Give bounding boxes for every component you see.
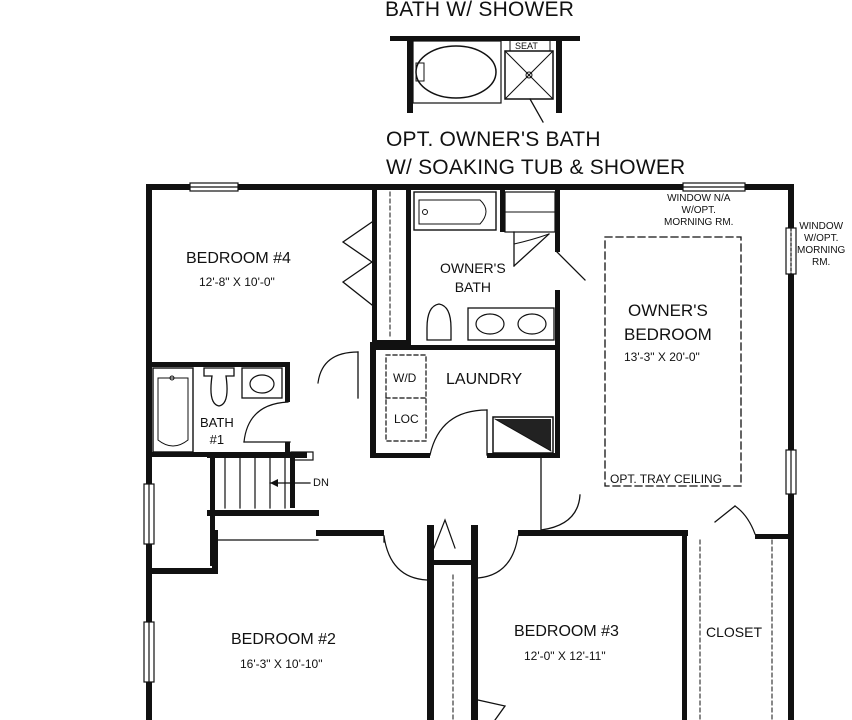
tray-ceiling-outline [604,236,742,487]
shower-drain-icon [525,71,533,79]
opt-owners-bath-title-1: OPT. OWNER'S BATH [386,128,601,151]
bath1-toilet-icon [203,367,235,407]
windows [143,182,797,683]
bedroom4-walls [372,190,411,345]
hall-doors [383,518,519,720]
stair-down-arrow-icon [270,479,278,487]
inset-wall-top [390,36,580,41]
bedroom4-closet-door [341,221,373,263]
owners-walk-in-closet [682,505,788,720]
window-note-top: WINDOW N/A W/OPT. MORNING RM. [664,193,734,228]
bedroom4-closet-door-2 [341,261,373,306]
window-note-right: WINDOW W/OPT. MORNING RM. [797,221,846,268]
linen-closet-label: LOC [394,412,419,426]
shower-door-icon [529,98,544,123]
bedroom3-dims: 12'-0" X 12'-11" [524,649,606,663]
owners-bath-tub-icon [413,191,497,231]
owners-bedroom-dims: 13'-3" X 20'-0" [624,350,700,364]
tub-faucet-icon [415,62,425,82]
bedroom3-door [477,535,519,579]
bedroom4-name: BEDROOM #4 [186,250,291,267]
laundry-door [429,409,488,456]
hall-walls [146,525,688,720]
bedroom4-dims: 12'-8" X 10'-0" [199,275,275,289]
shower-seat-icon [509,39,551,52]
washer-dryer-icon [385,354,427,442]
owners-bath-label: OWNER'S BATH [440,260,506,295]
bedroom2-name: BEDROOM #2 [231,631,336,648]
opt-owners-bath-title-2: W/ SOAKING TUB & SHOWER [386,156,686,179]
bath1-tub-icon [152,367,194,453]
bath1-vanity-icon [241,367,283,399]
linen-closet-door [433,518,456,549]
bedroom3-name: BEDROOM #3 [514,623,619,640]
inset-wall-right [556,41,562,113]
bedroom2-door [383,535,428,581]
owners-bath-fixtures [413,190,556,341]
laundry-sink-icon [492,416,554,454]
soaking-tub-icon [415,45,497,99]
laundry-room [370,342,581,531]
tray-ceiling-label: OPT. TRAY CEILING [610,472,723,486]
owners-bedroom-label: OWNER'S BEDROOM [624,301,712,344]
shower-seat-label: SEAT [515,41,538,51]
laundry-label: LAUNDRY [446,371,523,388]
opt-bath-shower-title: BATH W/ SHOWER [385,0,575,21]
bath1-room [146,351,359,457]
owners-bath-entry-door [556,251,586,281]
washer-dryer-label: W/D [393,371,417,385]
bedroom4-door [317,351,359,384]
stairs-down-label: DN [313,477,329,489]
inset-wall-left [407,41,413,113]
bath1-label: BATH #1 [200,415,234,447]
owners-bath-vanity-icon [467,307,555,341]
bath1-door [243,401,289,443]
bedroom2-dims: 16'-3" X 10'-10" [240,657,323,671]
owners-bath-toilet-icon [426,303,452,341]
stairs [207,451,319,566]
closet-label: CLOSET [706,624,763,640]
opt-bath-inset [390,36,580,123]
